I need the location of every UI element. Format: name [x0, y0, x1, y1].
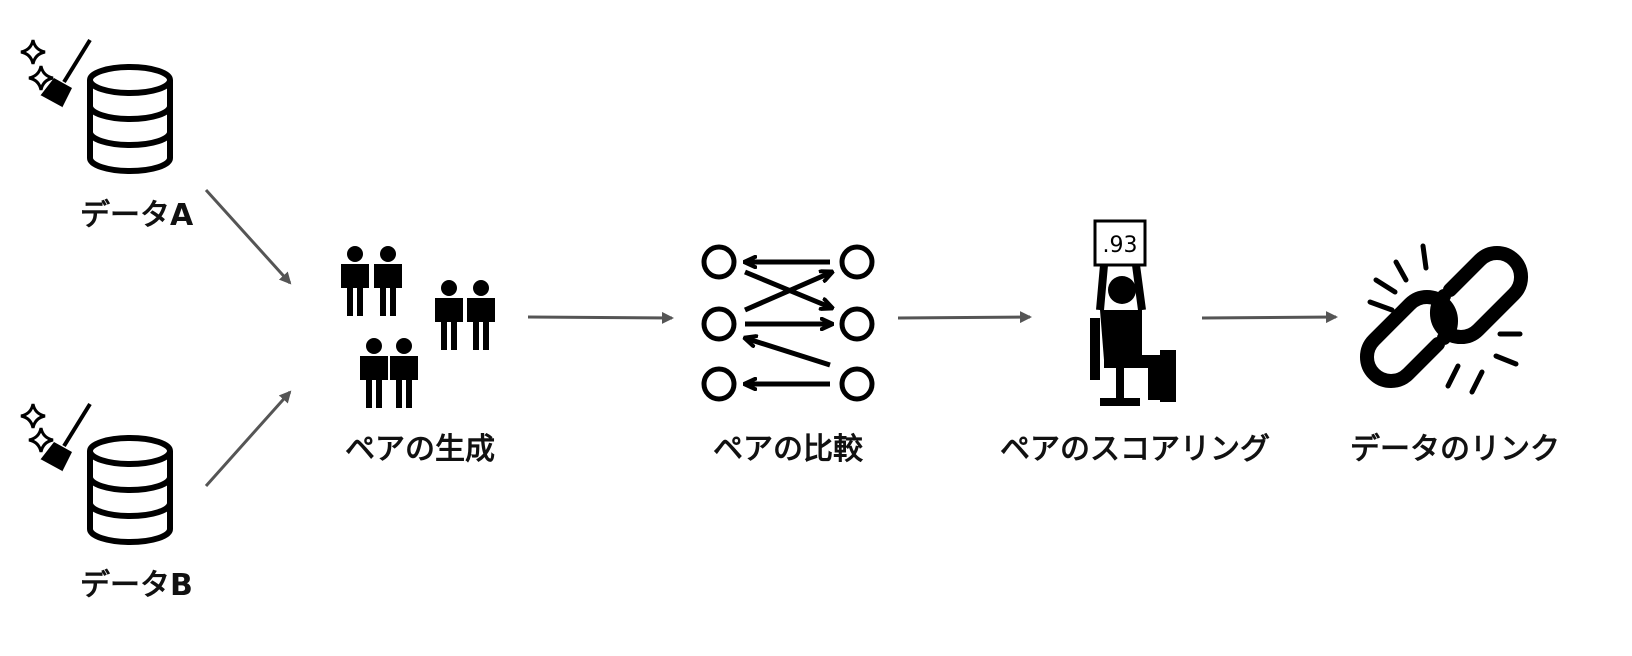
arrow-compare-to-scoring: [897, 311, 1032, 324]
arrow-scoring-to-link: [1201, 311, 1338, 324]
label-pair-generate: ペアの生成: [345, 432, 495, 467]
chain-link-icon: [1359, 243, 1529, 395]
arrow-a-to-pairs: [204, 188, 292, 285]
people-pairs-icon: [341, 246, 495, 408]
arrow-b-to-pairs: [204, 390, 292, 487]
database-b-icon: [19, 402, 170, 542]
label-data-a: データA: [80, 198, 194, 233]
label-pair-scoring: ペアのスコアリング: [1000, 432, 1270, 467]
compare-arrows-icon: [701, 244, 875, 402]
judge-score-icon: .93: [1090, 219, 1176, 406]
score-value: .93: [1103, 233, 1138, 258]
arrow-pairs-to-compare: [527, 311, 674, 324]
label-data-b: データB: [80, 568, 193, 603]
database-a-icon: [19, 38, 170, 171]
label-data-link: データのリンク: [1350, 432, 1560, 467]
label-pair-compare: ペアの比較: [713, 432, 863, 467]
